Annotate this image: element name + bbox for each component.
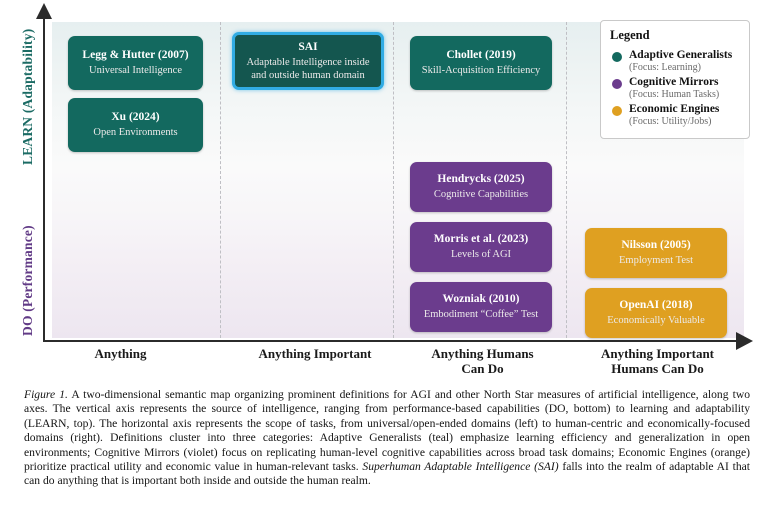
x-tick-anything-important: Anything Important [258, 346, 372, 361]
node-hendrycks[interactable]: Hendrycks (2025) Cognitive Capabilities [410, 162, 552, 212]
caption-body-1: A two-dimensional semantic map organizin… [24, 388, 750, 474]
x-tick-line-2: Humans Can Do [611, 361, 704, 376]
x-tick-line-1: Anything Humans [431, 346, 534, 361]
x-tick-line-2: Can Do [461, 361, 504, 376]
node-subtitle: Economically Valuable [607, 315, 705, 327]
gridline-3 [566, 22, 567, 338]
node-subtitle: Adaptable Intelligence inside and outsid… [246, 57, 370, 81]
legend-title: Legend [610, 28, 650, 42]
legend-dot-icon-teal [612, 52, 622, 62]
figure-caption: Figure 1. A two-dimensional semantic map… [24, 388, 750, 489]
caption-body-2: falls into the realm of adaptable AI tha… [24, 460, 750, 488]
legend-item-cognitive-mirrors: Cognitive Mirrors (Focus: Human Tasks) [610, 76, 740, 101]
node-title: OpenAI (2018) [619, 299, 693, 312]
legend-dot-icon-violet [612, 79, 622, 89]
legend-item-economic-engines: Economic Engines (Focus: Utility/Jobs) [610, 103, 740, 128]
node-title: Chollet (2019) [446, 49, 516, 62]
caption-emphasis: Superhuman Adaptable Intelligence (SAI) [362, 460, 559, 474]
legend-item-focus: (Focus: Human Tasks) [629, 89, 720, 100]
node-subtitle: Employment Test [618, 255, 694, 267]
y-axis-line [43, 18, 45, 342]
node-title: Hendrycks (2025) [437, 173, 525, 186]
node-title: Legg & Hutter (2007) [82, 49, 189, 62]
node-wozniak[interactable]: Wozniak (2010) Embodiment “Coffee” Test [410, 282, 552, 332]
legend-item-name: Economic Engines [629, 103, 720, 115]
legend-dot-icon-orange [612, 106, 622, 116]
node-subtitle: Cognitive Capabilities [433, 189, 529, 201]
legend-item-adaptive-generalists: Adaptive Generalists (Focus: Learning) [610, 49, 740, 74]
y-axis-arrow-icon [36, 3, 52, 19]
node-xu[interactable]: Xu (2024) Open Environments [68, 98, 203, 152]
figure-semantic-map: LEARN (Adaptability) DO (Performance) An… [20, 3, 753, 376]
node-openai[interactable]: OpenAI (2018) Economically Valuable [585, 288, 727, 338]
gridline-1 [220, 22, 221, 338]
node-subtitle: Levels of AGI [450, 249, 512, 261]
x-axis-line [43, 340, 738, 342]
x-axis-arrow-icon [736, 332, 753, 350]
legend-item-focus: (Focus: Utility/Jobs) [629, 116, 712, 127]
node-title: SAI [298, 41, 318, 53]
node-title: Morris et al. (2023) [433, 233, 529, 246]
x-tick-anything: Anything [94, 346, 147, 361]
node-sai[interactable]: SAI Adaptable Intelligence inside and ou… [232, 32, 384, 90]
legend-item-focus: (Focus: Learning) [629, 62, 701, 73]
caption-label: Figure 1. [24, 388, 68, 401]
gridline-2 [393, 22, 394, 338]
node-legg-hutter[interactable]: Legg & Hutter (2007) Universal Intellige… [68, 36, 203, 90]
node-title: Nilsson (2005) [621, 239, 691, 252]
node-subtitle: Open Environments [93, 127, 178, 139]
legend-item-name: Adaptive Generalists [629, 49, 733, 61]
node-title: Wozniak (2010) [442, 293, 520, 306]
node-nilsson[interactable]: Nilsson (2005) Employment Test [585, 228, 727, 278]
y-axis-label-learn: LEARN (Adaptability) [20, 28, 35, 165]
legend-item-name: Cognitive Mirrors [629, 76, 719, 88]
node-subtitle: Universal Intelligence [88, 65, 182, 77]
node-morris[interactable]: Morris et al. (2023) Levels of AGI [410, 222, 552, 272]
node-title: Xu (2024) [111, 111, 160, 124]
node-subtitle: Embodiment “Coffee” Test [423, 309, 539, 321]
node-chollet[interactable]: Chollet (2019) Skill-Acquisition Efficie… [410, 36, 552, 90]
legend: Legend Adaptive Generalists (Focus: Lear… [600, 20, 750, 139]
y-axis-label-do: DO (Performance) [20, 225, 35, 336]
x-tick-line-1: Anything Important [600, 346, 715, 361]
node-subtitle: Skill-Acquisition Efficiency [421, 65, 541, 77]
